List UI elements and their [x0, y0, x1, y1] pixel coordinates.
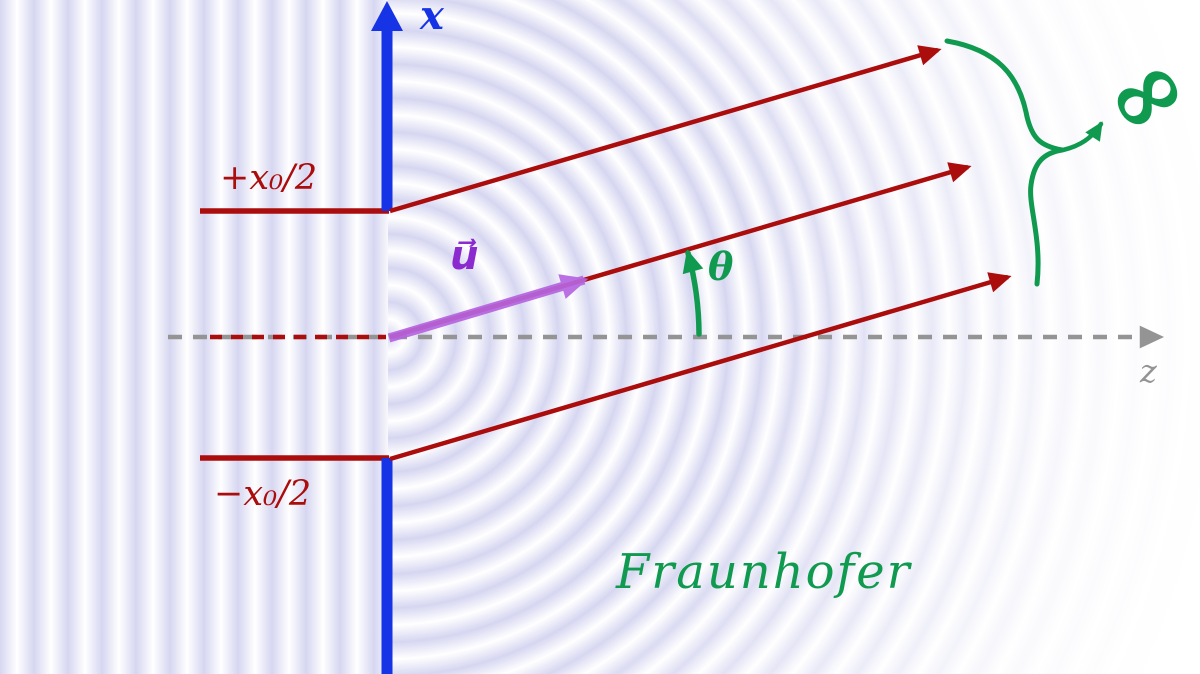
infinity-pointer-arrow: [1060, 121, 1104, 153]
diffracted-ray-bottom: [389, 272, 1012, 462]
slit-bottom-edge-label: −x₀/2: [214, 474, 312, 514]
curly-brace-top-half: [944, 38, 1065, 153]
theta-angle-label: θ: [708, 244, 734, 289]
diffracted-ray-top: [389, 45, 942, 214]
u-vector-arrow: [387, 274, 589, 343]
regime-label: Fraunhofer: [616, 544, 912, 600]
theta-angle-arrow: [682, 249, 704, 337]
x-axis-arrowhead-icon: [371, 1, 403, 31]
x-axis-label: x: [420, 0, 444, 39]
z-axis-label: z: [1140, 352, 1157, 390]
curly-brace-bottom-half: [1028, 147, 1065, 287]
slit-top-edge-label: +x₀/2: [220, 158, 318, 198]
u-vector-label: u⃗: [450, 232, 479, 279]
